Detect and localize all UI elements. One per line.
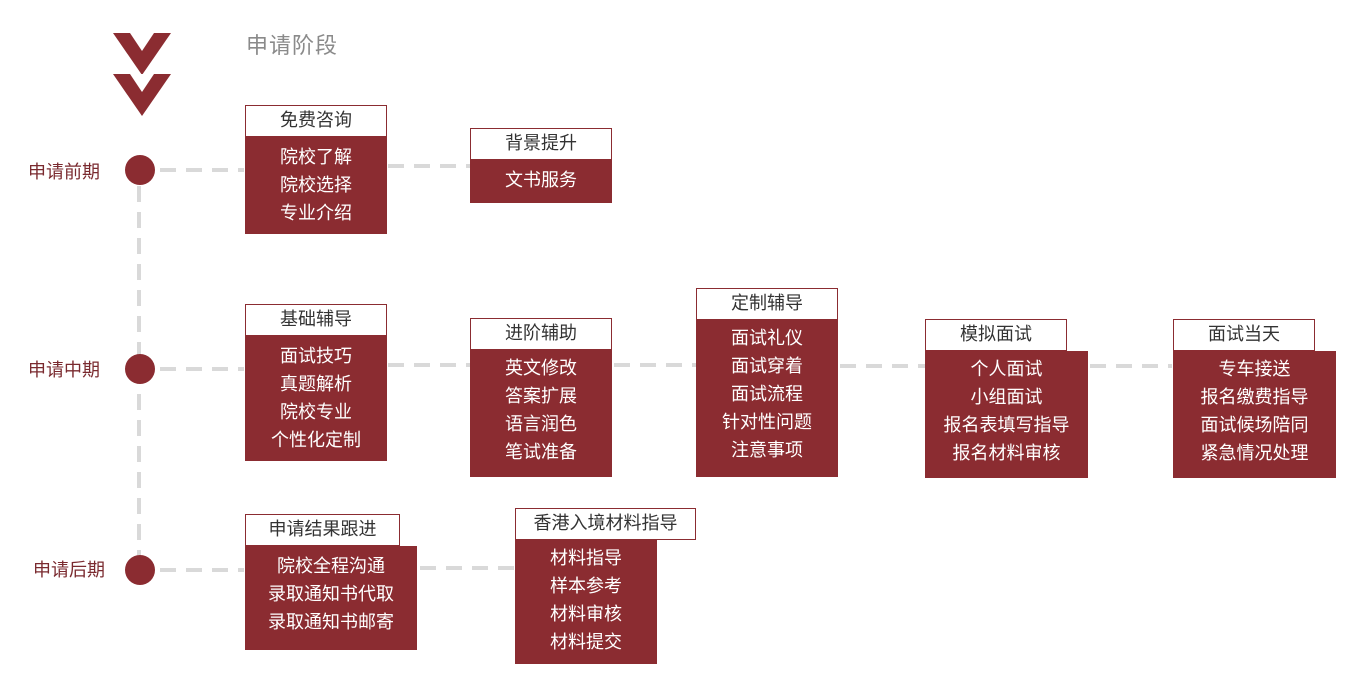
card-item: 面试穿着 <box>731 356 803 377</box>
phase-label-early: 申请前期 <box>28 162 100 183</box>
card-body: 英文修改 答案扩展 语言润色 笔试准备 <box>470 350 612 477</box>
card-item: 报名表填写指导 <box>943 415 1070 436</box>
card-item: 注意事项 <box>731 440 803 461</box>
phase-dot-early <box>125 155 155 185</box>
phase-label-late: 申请后期 <box>33 560 105 581</box>
card-item: 答案扩展 <box>505 386 577 407</box>
card-item: 录取通知书代取 <box>268 584 394 605</box>
card-body: 面试技巧 真题解析 院校专业 个性化定制 <box>245 336 387 461</box>
card-item: 针对性问题 <box>722 412 812 433</box>
card-title: 免费咨询 <box>245 105 387 137</box>
card-body: 面试礼仪 面试穿着 面试流程 针对性问题 注意事项 <box>696 320 838 477</box>
card-body: 专车接送 报名缴费指导 面试候场陪同 紧急情况处理 <box>1173 351 1336 478</box>
card-title: 香港入境材料指导 <box>515 508 696 540</box>
card-item: 个人面试 <box>970 359 1043 380</box>
card-item: 小组面试 <box>970 387 1043 408</box>
card-item: 笔试准备 <box>505 442 577 463</box>
card-body: 院校了解 院校选择 专业介绍 <box>245 137 387 234</box>
card-item: 面试候场陪同 <box>1200 415 1309 436</box>
phase-label-mid: 申请中期 <box>28 360 100 381</box>
card-item: 院校了解 <box>280 147 352 168</box>
card-item: 样本参考 <box>550 576 622 597</box>
card-title: 模拟面试 <box>925 319 1067 351</box>
card-item: 个性化定制 <box>271 430 361 451</box>
card-item: 录取通知书邮寄 <box>268 612 394 633</box>
card-title: 申请结果跟进 <box>245 514 400 546</box>
card-title: 面试当天 <box>1173 319 1315 351</box>
double-chevron-down-icon <box>113 33 171 116</box>
card-item: 面试礼仪 <box>731 328 803 349</box>
card-item: 专车接送 <box>1218 359 1291 380</box>
card-item: 专业介绍 <box>280 203 352 224</box>
card-item: 文书服务 <box>505 170 577 191</box>
card-title: 背景提升 <box>470 128 612 160</box>
card-item: 材料审核 <box>550 604 622 625</box>
card-item: 院校全程沟通 <box>277 556 385 577</box>
card-item: 报名材料审核 <box>952 443 1061 464</box>
card-title: 基础辅导 <box>245 304 387 336</box>
card-title: 定制辅导 <box>696 288 838 320</box>
phase-dot-mid <box>125 354 155 384</box>
card-item: 英文修改 <box>505 358 577 379</box>
phase-dot-late <box>125 555 155 585</box>
card-item: 面试流程 <box>731 384 803 405</box>
card-item: 材料提交 <box>550 632 622 653</box>
card-body: 文书服务 <box>470 160 612 203</box>
card-item: 报名缴费指导 <box>1200 387 1309 408</box>
card-item: 材料指导 <box>550 548 622 569</box>
page-title: 申请阶段 <box>246 34 339 59</box>
card-item: 紧急情况处理 <box>1200 443 1309 464</box>
card-body: 院校全程沟通 录取通知书代取 录取通知书邮寄 <box>245 546 417 650</box>
card-title: 进阶辅助 <box>470 318 612 350</box>
card-item: 面试技巧 <box>280 346 352 367</box>
card-item: 语言润色 <box>505 414 577 435</box>
card-body: 个人面试 小组面试 报名表填写指导 报名材料审核 <box>925 351 1088 478</box>
card-item: 真题解析 <box>280 374 352 395</box>
card-item: 院校选择 <box>280 175 352 196</box>
card-body: 材料指导 样本参考 材料审核 材料提交 <box>515 540 657 664</box>
card-item: 院校专业 <box>280 402 352 423</box>
